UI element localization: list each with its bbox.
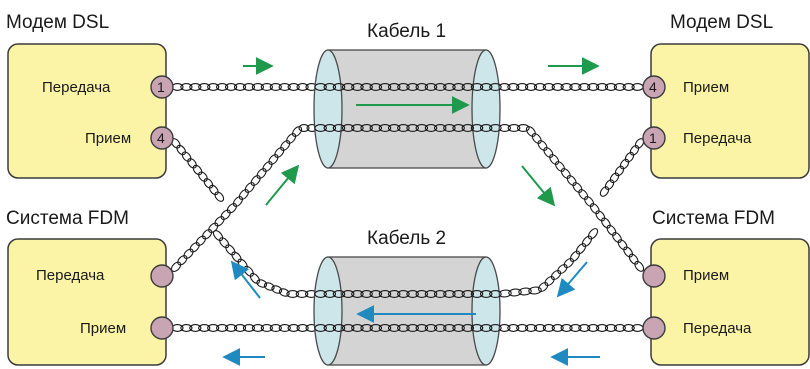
fdm-left-box (7, 238, 167, 366)
svg-text:1: 1 (649, 130, 657, 146)
fdm-right-box (650, 238, 810, 366)
fdm-right-rx-label: Прием (683, 267, 729, 284)
arrow-down-green (521, 165, 556, 207)
twisted-pair-wires (170, 83, 645, 332)
cable-inner-wires (314, 83, 502, 332)
arrow-down-blue (556, 261, 588, 298)
modem-right-rx-label: Прием (683, 79, 729, 96)
cable-2 (313, 256, 501, 366)
fdm-left-tx-label: Передача (36, 267, 105, 284)
fdm-left-tx-jack (150, 264, 174, 288)
svg-text:4: 4 (649, 79, 657, 95)
cable-1 (313, 49, 501, 169)
modem-right-tx-label: Передача (683, 130, 752, 147)
fdm-right-tx-label: Передача (683, 320, 752, 337)
arrow-up-blue (230, 260, 261, 299)
cable-1-label: Кабель 1 (367, 21, 446, 42)
modem-dsl-right-box (650, 43, 810, 179)
modem-left-tx-label: Передача (42, 79, 111, 96)
cable-2-label: Кабель 2 (367, 228, 446, 249)
fdm-right-tx-jack (642, 316, 666, 340)
modem-dsl-left-title: Модем DSL (6, 12, 109, 33)
modem-dsl-right-title: Модем DSL (670, 12, 773, 33)
modem-right-rx-jack: 4 (642, 75, 666, 99)
modem-left-rx-label: Прием (85, 130, 131, 147)
fdm-left-rx-label: Прием (80, 320, 126, 337)
svg-text:4: 4 (157, 130, 165, 146)
svg-text:1: 1 (157, 79, 165, 95)
fdm-right-title: Система FDM (652, 208, 775, 229)
fdm-left-title: Система FDM (6, 208, 129, 229)
fdm-right-rx-jack (642, 264, 666, 288)
modem-left-tx-jack: 1 (150, 75, 174, 99)
modem-left-rx-jack: 4 (150, 126, 174, 150)
fdm-left-rx-jack (150, 316, 174, 340)
modem-right-tx-jack: 1 (642, 126, 666, 150)
modem-dsl-left-box (7, 43, 167, 179)
arrow-up-green (265, 164, 300, 206)
